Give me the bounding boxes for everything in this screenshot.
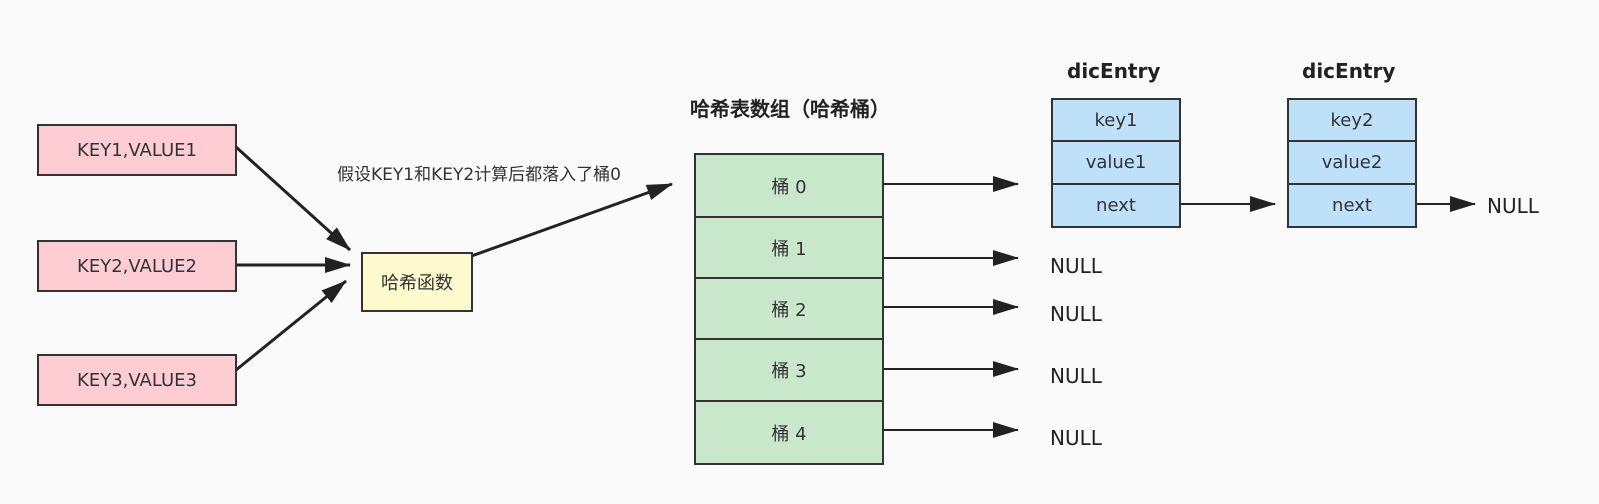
arrow-key1-to-hash — [234, 145, 352, 252]
entry1-key: key1 — [1051, 98, 1181, 142]
bucket-label: 桶 3 — [771, 361, 807, 382]
input-label-key3: KEY3,VALUE3 — [77, 369, 197, 391]
entry2-next-label: next — [1332, 195, 1372, 216]
input-box-key1: KEY1,VALUE1 — [37, 124, 237, 176]
entry2-key: key2 — [1287, 98, 1417, 142]
bucket-label: 桶 1 — [771, 238, 807, 260]
entry1-next-label: next — [1096, 195, 1136, 216]
bucket-4: 桶 4 — [694, 400, 884, 465]
entry1-value: value1 — [1051, 140, 1181, 185]
null-label-bucket1: NULL — [1050, 254, 1102, 278]
bucket-label: 桶 4 — [771, 423, 807, 445]
bucket-label: 桶 2 — [771, 299, 807, 321]
input-box-key2: KEY2,VALUE2 — [37, 240, 237, 292]
null-label-bucket4: NULL — [1050, 426, 1102, 450]
null-label-bucket2: NULL — [1050, 302, 1102, 326]
entry2-key-label: key2 — [1330, 109, 1374, 131]
entry2-next: next — [1287, 183, 1417, 228]
entry2-title: dicEntry — [1302, 59, 1396, 83]
entry2-value-label: value2 — [1321, 152, 1383, 173]
bucket-3: 桶 3 — [694, 338, 884, 402]
entry1-title: dicEntry — [1067, 59, 1161, 83]
entry1-key-label: key1 — [1094, 109, 1138, 131]
assumption-note: 假设KEY1和KEY2计算后都落入了桶0 — [337, 165, 621, 185]
input-box-key3: KEY3,VALUE3 — [37, 354, 237, 406]
bucket-0: 桶 0 — [694, 153, 884, 218]
input-label-key2: KEY2,VALUE2 — [77, 255, 197, 277]
null-label-bucket3: NULL — [1050, 364, 1102, 388]
bucket-2: 桶 2 — [694, 277, 884, 340]
input-label-key1: KEY1,VALUE1 — [77, 139, 197, 161]
hash-function-box: 哈希函数 — [361, 252, 473, 312]
bucket-label: 桶 0 — [771, 176, 807, 198]
arrow-key3-to-hash — [235, 279, 347, 372]
entry1-next: next — [1051, 183, 1181, 228]
bucket-1: 桶 1 — [694, 216, 884, 279]
arrow-hash-to-bucket0 — [465, 182, 673, 260]
hash-table-title: 哈希表数组（哈希桶） — [690, 97, 890, 121]
hash-function-label: 哈希函数 — [381, 273, 453, 294]
entry1-value-label: value1 — [1085, 152, 1147, 173]
entry2-value: value2 — [1287, 140, 1417, 185]
null-label-entry2-next: NULL — [1487, 194, 1539, 218]
